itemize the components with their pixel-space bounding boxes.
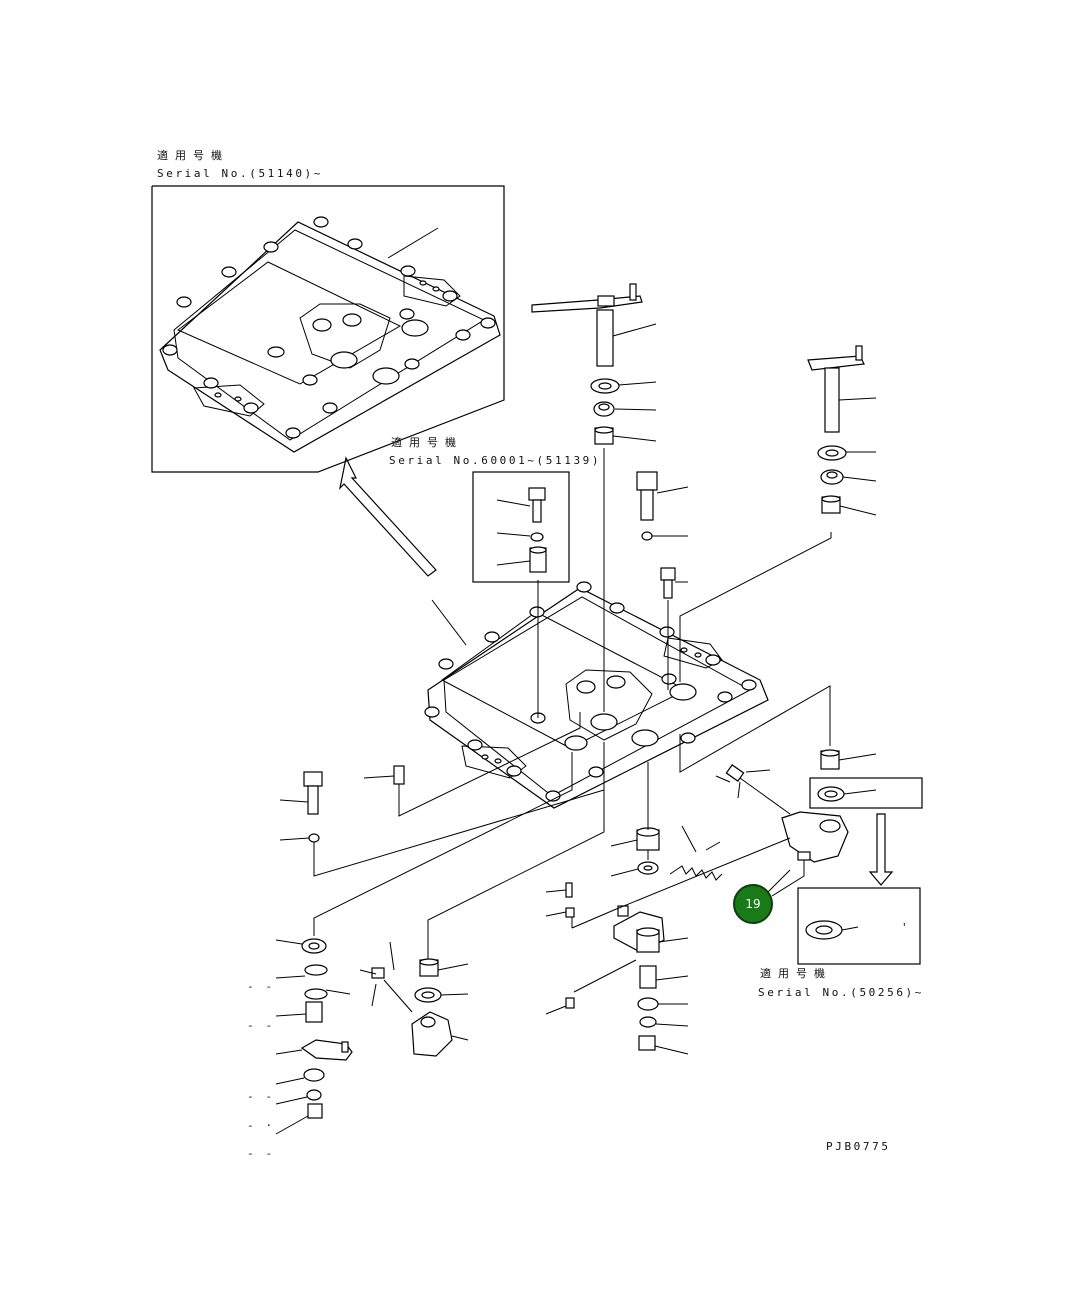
main-bolt-holes <box>424 581 757 802</box>
part-callout-19[interactable]: 19 <box>733 884 773 924</box>
serial-label-top: Serial No.(51140)~ <box>157 167 324 180</box>
left-lower-parts <box>275 712 605 1135</box>
shaft-lever-right <box>679 345 877 682</box>
inset-bolt-holes <box>162 216 496 439</box>
spring <box>669 825 723 881</box>
dash-mark: - - <box>247 980 275 993</box>
serial-label-right: Serial No.(50256)~ <box>758 986 925 999</box>
inset-cover-plate <box>159 221 501 453</box>
applicability-label-top: 適用号機 <box>157 149 229 162</box>
dash-mark: - - <box>247 1090 275 1103</box>
bolt-center-upper <box>636 471 689 690</box>
inset-right-mark: ' <box>901 921 911 934</box>
serial-label-mid: Serial No.60001~(51139) <box>389 454 602 467</box>
inset-frame <box>151 185 505 473</box>
callout-leader <box>765 869 791 895</box>
drawing-code: PJB0775 <box>826 1140 891 1153</box>
right-bracket-parts <box>679 685 923 965</box>
lever-arm-right <box>715 764 849 897</box>
dash-mark: - · <box>247 1119 275 1132</box>
applicability-label-right: 適用号機 <box>760 967 832 980</box>
left-middle-parts <box>359 784 605 1057</box>
dash-mark: - - <box>247 1147 275 1160</box>
center-lower-stack <box>545 762 791 1055</box>
inset-pointer-arrow <box>339 456 437 577</box>
applicability-label-mid: 適用号機 <box>391 436 463 449</box>
dash-mark: - - <box>247 1019 275 1032</box>
shaft-lever-center <box>531 283 657 712</box>
bolt-group-box <box>472 471 570 718</box>
